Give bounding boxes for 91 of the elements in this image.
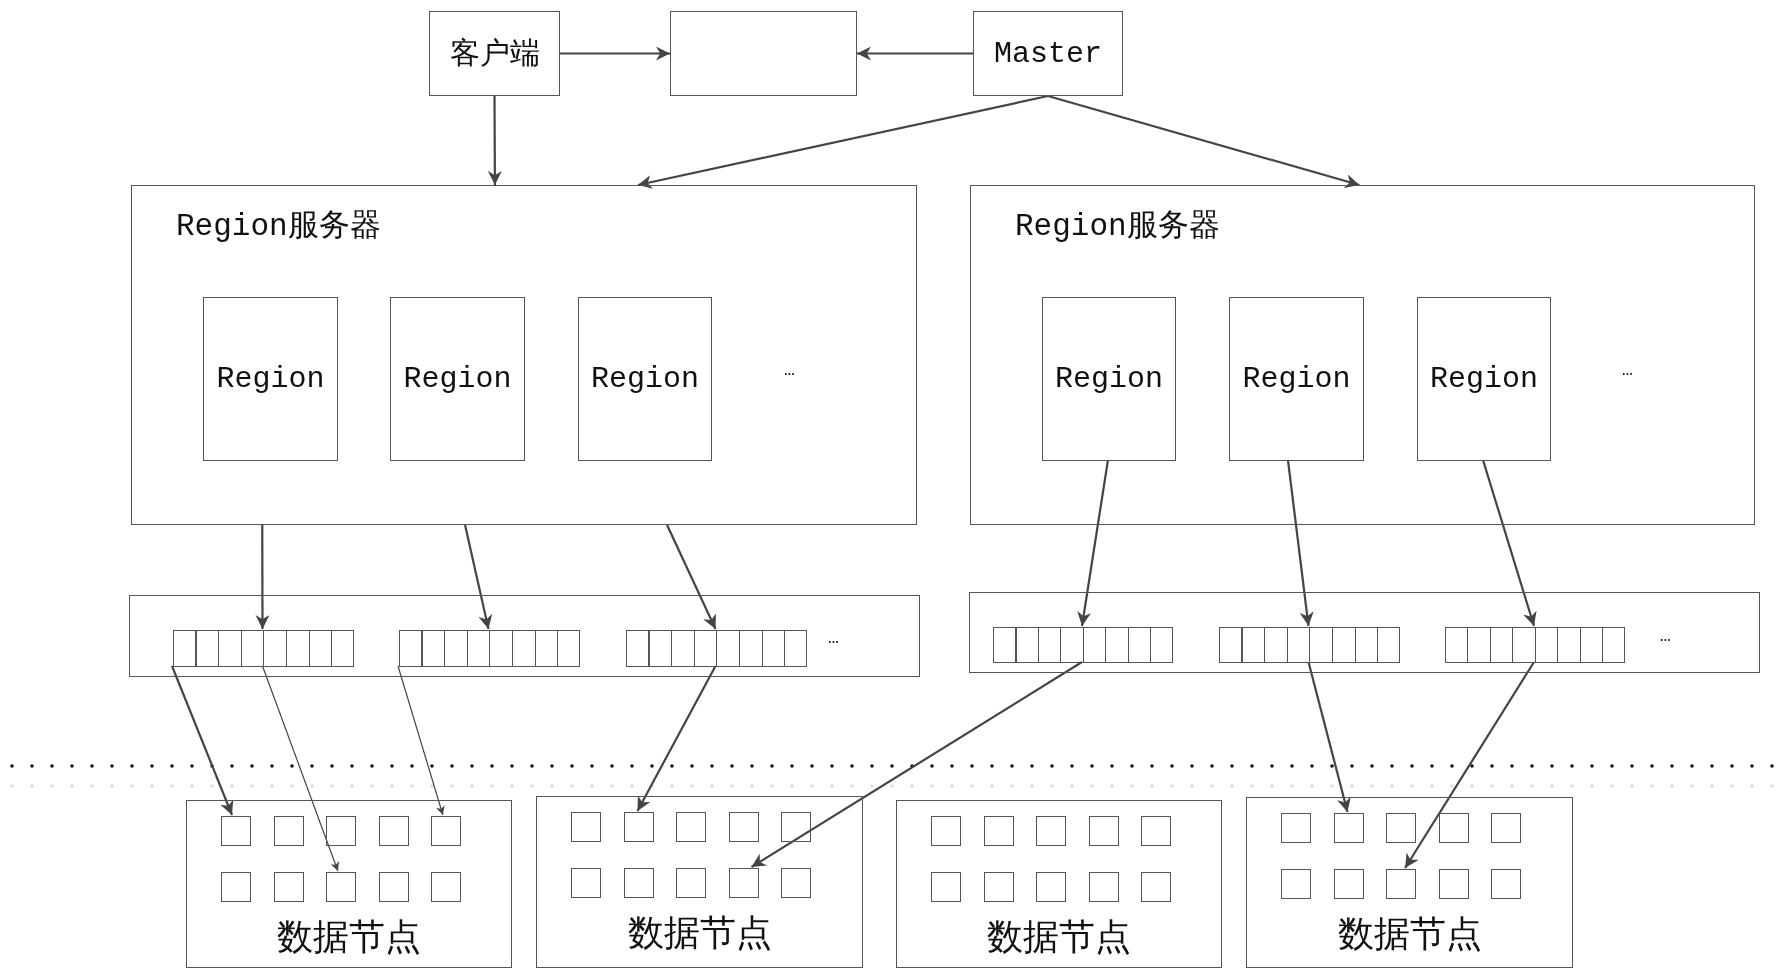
- storage-block: [728, 868, 759, 898]
- storage-block: [1333, 813, 1364, 843]
- storage-block: [378, 872, 409, 902]
- storage-block: [431, 816, 461, 846]
- process-box: Region: [390, 297, 525, 461]
- arrow: [750, 661, 1083, 868]
- ellipsis-label: …: [1622, 360, 1633, 380]
- storage-block: [1386, 869, 1416, 899]
- storage-block: [1088, 816, 1119, 846]
- arrow: [170, 665, 234, 816]
- storage-block: [728, 812, 759, 842]
- storage-block: [983, 816, 1014, 846]
- storage-block: [1438, 813, 1469, 843]
- ellipsis-label: …: [828, 628, 839, 648]
- storage-block: [1036, 816, 1066, 846]
- storage-block: [1141, 816, 1171, 846]
- server-box: [131, 185, 917, 525]
- storage-block: [273, 872, 304, 902]
- block-array: [173, 630, 354, 667]
- process-box: Region: [203, 297, 338, 461]
- process-box: [670, 11, 857, 96]
- arrow: [1077, 459, 1110, 627]
- data-node-box: [186, 800, 512, 968]
- storage-block: [623, 812, 654, 842]
- storage-block: [1386, 813, 1416, 843]
- storage-block: [1036, 872, 1066, 902]
- arrow: [1307, 661, 1351, 813]
- process-box: Region: [1042, 297, 1176, 461]
- process-box: 客户端: [429, 11, 560, 96]
- box-title: Region服务器: [1015, 208, 1220, 246]
- storage-block: [931, 816, 961, 846]
- storage-block: [676, 868, 706, 898]
- data-node-box: [536, 796, 863, 968]
- arrow: [1481, 459, 1537, 627]
- arrow: [857, 46, 973, 61]
- storage-block: [326, 816, 356, 846]
- storage-block: [378, 816, 409, 846]
- storage-block: [326, 872, 356, 902]
- block-array: [1445, 627, 1625, 663]
- arrow: [636, 665, 717, 812]
- data-node-box: [1246, 797, 1573, 968]
- arrow: [666, 524, 717, 630]
- storage-block: [1491, 869, 1521, 899]
- storage-block: [781, 868, 811, 898]
- ellipsis-label: …: [784, 360, 795, 380]
- box-title: Region服务器: [176, 208, 381, 246]
- arrow: [463, 524, 493, 630]
- storage-block: [1333, 869, 1364, 899]
- block-array: [399, 630, 580, 667]
- storage-block: [1438, 869, 1469, 899]
- storage-block: [676, 812, 706, 842]
- arrow: [1286, 459, 1314, 627]
- storage-block: [1141, 872, 1171, 902]
- storage-block: [1491, 813, 1521, 843]
- ellipsis-label: …: [1660, 626, 1671, 646]
- storage-block: [781, 812, 811, 842]
- process-box: Region: [1417, 297, 1551, 461]
- storage-block: [431, 872, 461, 902]
- node-label: 数据节点: [276, 918, 422, 962]
- node-label: 数据节点: [986, 918, 1132, 962]
- arrow: [637, 94, 1049, 189]
- storage-block: [623, 868, 654, 898]
- storage-block: [221, 872, 251, 902]
- data-node-box: [896, 800, 1222, 968]
- storage-block: [983, 872, 1014, 902]
- server-box: [970, 185, 1755, 525]
- storage-block: [931, 872, 961, 902]
- block-array: [993, 627, 1173, 663]
- arrow: [1047, 94, 1360, 188]
- block-array: [1219, 627, 1400, 663]
- block-array: [626, 630, 807, 667]
- arrow: [1404, 661, 1535, 869]
- process-box: Region: [578, 297, 712, 461]
- storage-band: [969, 592, 1760, 673]
- storage-block: [1281, 813, 1311, 843]
- storage-block: [273, 816, 304, 846]
- storage-block: [221, 816, 251, 846]
- arrow: [261, 665, 339, 872]
- arrow: [255, 525, 270, 629]
- storage-block: [1281, 869, 1311, 899]
- arrow: [397, 665, 445, 816]
- node-label: 数据节点: [1336, 915, 1483, 959]
- arrow: [487, 96, 502, 185]
- storage-block: [571, 812, 601, 842]
- process-box: Region: [1229, 297, 1364, 461]
- storage-block: [1088, 872, 1119, 902]
- arrow: [560, 46, 670, 61]
- storage-block: [571, 868, 601, 898]
- process-box: Master: [973, 11, 1123, 96]
- node-label: 数据节点: [626, 914, 773, 958]
- storage-band: [129, 595, 920, 677]
